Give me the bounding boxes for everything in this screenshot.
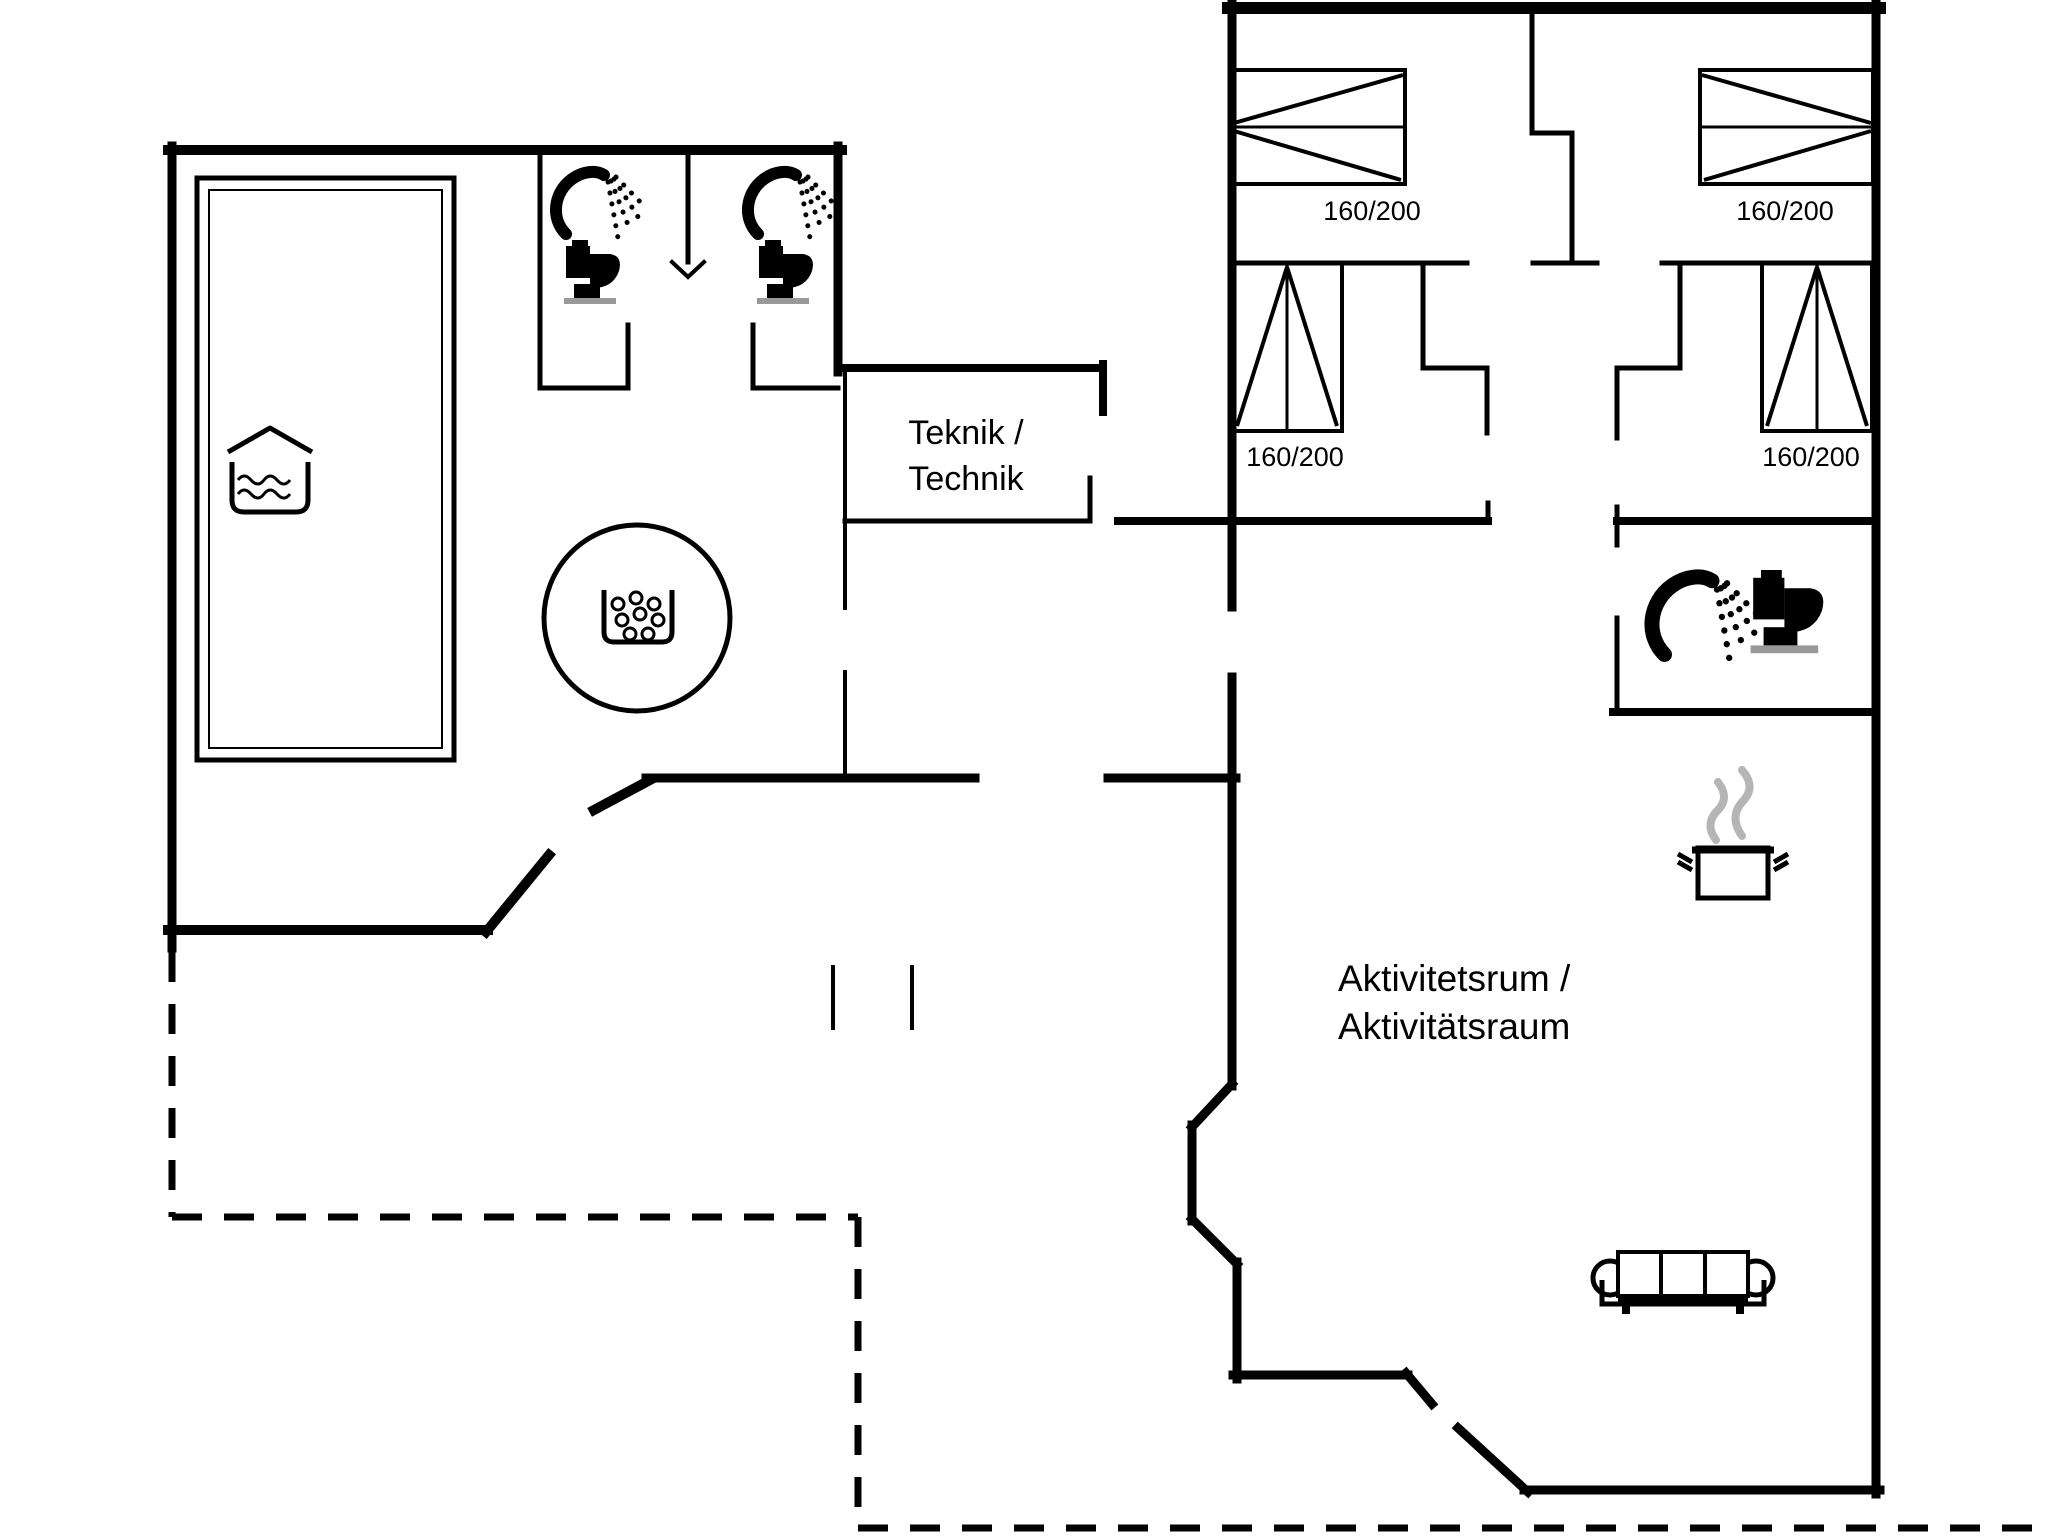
teknik-label-line2: Technik — [908, 460, 1024, 498]
bed-size-label: 160/200 — [1762, 442, 1860, 472]
bed-size-label: 160/200 — [1736, 196, 1834, 226]
cooking-pot — [1676, 766, 1790, 901]
terrace-dashed-boundary — [168, 952, 2048, 1532]
angled-wall-lower — [478, 847, 557, 940]
teknik-label-line1: Teknik / — [908, 414, 1024, 452]
entrance-door-jamb — [1399, 1366, 1439, 1411]
bed-size-label: 160/200 — [1246, 442, 1344, 472]
whirlpool — [541, 522, 733, 714]
whirlpool-icon — [601, 590, 675, 645]
activity-room-label-line2: Aktivitätsraum — [1338, 1006, 1570, 1047]
stall-divider-tip — [669, 259, 707, 280]
activity-room-label-line1: Aktivitetsrum / — [1338, 958, 1571, 999]
main-left-jog-1 — [1185, 1077, 1239, 1134]
cooking-pot-icon — [1676, 845, 1790, 901]
steam-icon — [1706, 766, 1754, 844]
whirlpool-tub-outline — [541, 522, 733, 714]
pool-inner-edge — [208, 189, 443, 749]
pool-outline — [194, 175, 457, 763]
pool-icon — [226, 425, 314, 515]
bed-size-label: 160/200 — [1323, 196, 1421, 226]
entrance-door-leaf — [1451, 1421, 1535, 1499]
angled-wall-upper — [587, 773, 657, 817]
teknik-room — [834, 360, 1107, 780]
main-left-jog-2 — [1185, 1212, 1244, 1271]
pool-sauna-building — [163, 141, 1241, 953]
sofa-icon — [1590, 1250, 1776, 1314]
